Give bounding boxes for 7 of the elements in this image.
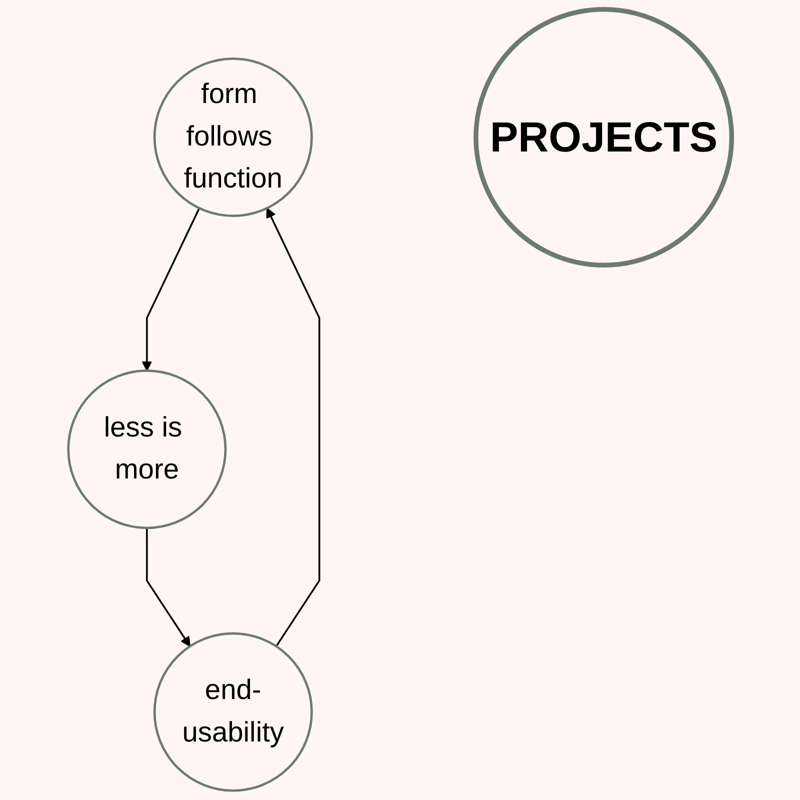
node-circle: less is more	[67, 370, 227, 530]
node-circle: PROJECTS	[474, 7, 734, 268]
arrow	[146, 528, 190, 647]
node-circle: end-usability	[153, 632, 313, 792]
arrow	[266, 208, 320, 647]
arrow	[142, 208, 200, 372]
node-circle: form follows function	[153, 58, 313, 218]
